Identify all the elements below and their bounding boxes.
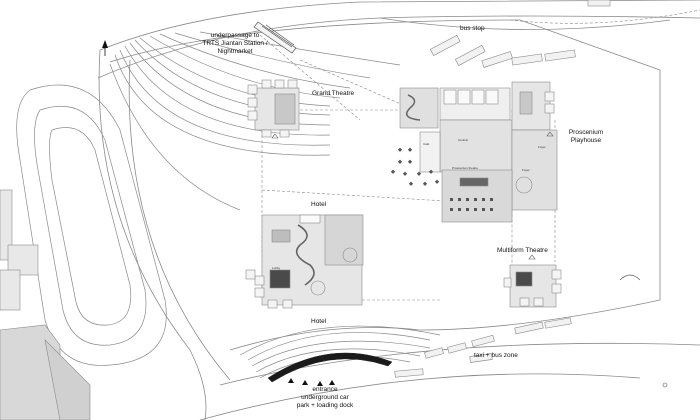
running-track <box>16 84 167 366</box>
room-central-label: Central <box>458 138 468 142</box>
multiform-theatre-label: Multiform Theatre <box>497 247 548 254</box>
underpassage-label-line1: underpassage to <box>210 32 260 39</box>
entrance-arrows <box>288 378 335 386</box>
hotel-building <box>245 214 364 309</box>
road-west-edge <box>98 49 207 420</box>
underpassage-label-line2: TRTS Jiantan Station / <box>202 40 268 47</box>
road-north-edge <box>99 0 700 51</box>
bus-stop-shelters <box>429 0 611 68</box>
proscenium-label-line2: Playhouse <box>570 137 602 144</box>
cafe-tables <box>390 147 440 186</box>
multiform-theatre-building <box>503 264 562 308</box>
grand-theatre-building <box>247 79 300 138</box>
road-network <box>97 0 700 420</box>
entrance-label-line3: park + loading dock <box>296 402 354 409</box>
room-lobby-label: Lobby <box>272 266 281 270</box>
grand-theatre-label: Grand Theatre <box>312 90 355 97</box>
proscenium-label-line1: Proscenium <box>568 129 604 136</box>
site-boundary <box>109 19 661 351</box>
underpassage-label-line3: Nightmarket <box>217 48 253 55</box>
road-north-inner <box>97 15 700 79</box>
room-foyer-1-label: Foyer <box>538 145 546 149</box>
entrance-label-line2: underground car <box>301 394 349 401</box>
road-east-curb <box>379 17 671 30</box>
room-cafe-label: Café <box>423 142 430 146</box>
road-west-inner <box>128 59 231 381</box>
north-arrow-icon <box>102 40 108 56</box>
car-park-ramp <box>267 352 393 383</box>
bus-stop-label: bus stop <box>460 25 485 32</box>
taxi-bus-shelters <box>394 317 572 378</box>
room-foyer-2-label: Foyer <box>522 168 530 172</box>
small-site-markers <box>271 131 668 388</box>
room-proscenium-theatre-label: Proscenium theatre <box>452 166 479 170</box>
hotel-south-label: Hotel <box>311 318 327 325</box>
underpassage-ramp <box>253 21 297 54</box>
west-buildings <box>0 189 91 420</box>
proscenium-complex <box>399 81 558 223</box>
foyer-seating <box>450 198 493 211</box>
entrance-label-line1: entrance <box>312 386 338 393</box>
taxi-bus-zone-label: taxi + bus zone <box>474 352 518 359</box>
hotel-north-label: Hotel <box>311 201 327 208</box>
road-south-edge <box>199 373 641 420</box>
